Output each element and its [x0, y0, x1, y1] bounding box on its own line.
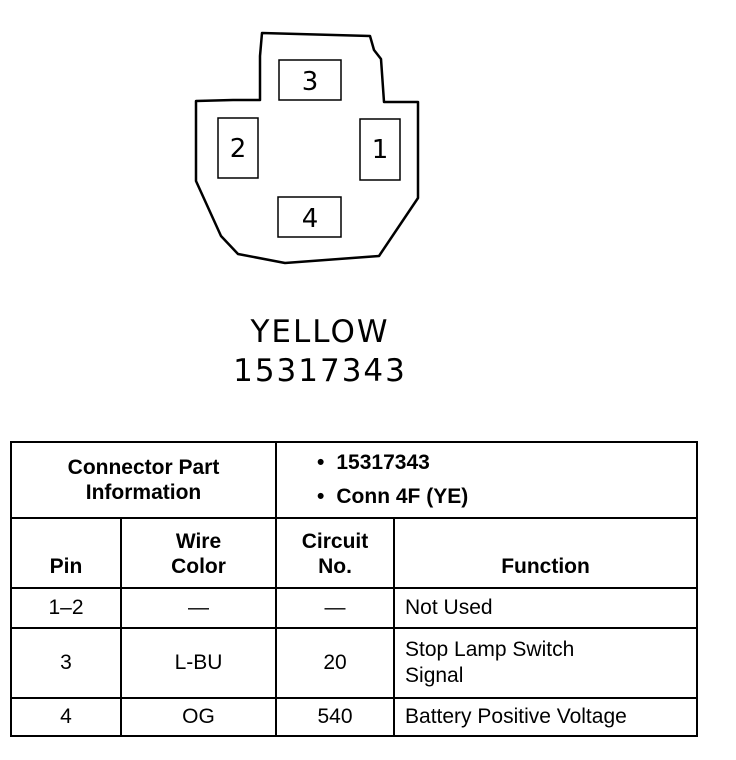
- connector-housing-outline: [194, 31, 420, 265]
- cavity-2: 2: [217, 117, 259, 179]
- connector-part-number: 15317343: [233, 353, 407, 389]
- table-row: 1–2 — — Not Used: [10, 587, 699, 629]
- col-header-pin: Pin: [10, 517, 122, 589]
- col-header-function: Function: [393, 517, 699, 589]
- part-info-item: 15317343: [317, 446, 696, 480]
- cavity-1: 1: [359, 118, 401, 181]
- function-text: Stop Lamp Switch Signal: [405, 637, 575, 687]
- table-row: 3 L-BU 20 Stop Lamp Switch Signal: [10, 627, 699, 699]
- wire-color-cell: OG: [119, 697, 278, 737]
- part-info-header: Connector Part Information: [9, 441, 278, 519]
- cavity-1-label: 1: [372, 135, 389, 165]
- part-info-cell: 15317343 Conn 4F (YE): [275, 441, 699, 519]
- pin-cell: 1–2: [10, 587, 122, 629]
- pin-cell: 4: [10, 697, 122, 737]
- circuit-cell: —: [275, 587, 396, 629]
- cavity-4: 4: [277, 196, 342, 238]
- col-header-wire-color-text: Wire Color: [171, 529, 226, 578]
- circuit-cell: 540: [275, 697, 396, 737]
- pin-cell: 3: [10, 627, 122, 699]
- wire-color-cell: L-BU: [119, 627, 278, 699]
- cavity-3-label: 3: [302, 67, 319, 97]
- part-info-row: Connector Part Information 15317343 Conn…: [9, 441, 699, 519]
- part-info-item: Conn 4F (YE): [317, 480, 696, 514]
- cavity-2-label: 2: [230, 134, 247, 164]
- table-row: 4 OG 540 Battery Positive Voltage: [10, 697, 699, 737]
- col-header-wire-color: Wire Color: [119, 517, 278, 589]
- cavity-4-label: 4: [302, 204, 319, 234]
- column-header-row: Pin Wire Color Circuit No. Function: [10, 517, 699, 589]
- connector-pinout-table: Connector Part Information 15317343 Conn…: [9, 441, 699, 737]
- col-header-circuit-text: Circuit No.: [301, 529, 369, 578]
- function-cell: Not Used: [393, 587, 699, 629]
- function-cell: Stop Lamp Switch Signal: [393, 627, 699, 699]
- cavity-3: 3: [278, 59, 342, 101]
- connector-face-diagram: 3 2 1 4: [194, 31, 420, 265]
- col-header-circuit: Circuit No.: [275, 517, 396, 589]
- wire-color-cell: —: [119, 587, 278, 629]
- part-info-list: 15317343 Conn 4F (YE): [277, 446, 696, 514]
- circuit-cell: 20: [275, 627, 396, 699]
- connector-color-label: YELLOW: [250, 314, 390, 350]
- function-cell: Battery Positive Voltage: [393, 697, 699, 737]
